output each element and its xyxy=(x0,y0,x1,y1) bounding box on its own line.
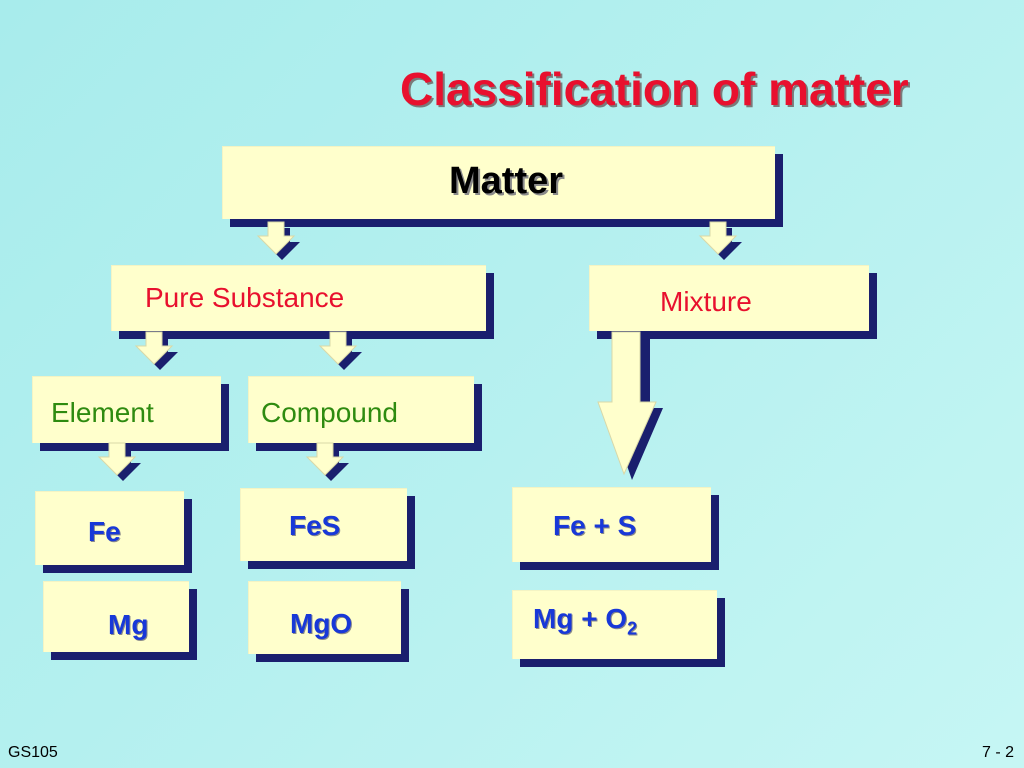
element-box: Element xyxy=(32,376,221,443)
pure-substance-label: Pure Substance xyxy=(145,282,345,313)
example-mgo-box: MgO xyxy=(248,581,401,654)
compound-box: Compound xyxy=(248,376,474,443)
example-fes-box: FeS xyxy=(240,488,407,561)
example-fe-s-box: Fe + S xyxy=(512,487,711,562)
example-fe-box: Fe xyxy=(35,491,184,565)
oxygen-subscript: 2 xyxy=(627,618,638,639)
example-fe-plus-s: Fe + S xyxy=(553,510,637,541)
mixture-label: Mixture xyxy=(660,286,752,317)
example-mg: Mg xyxy=(108,609,149,640)
footer-slide-number: 7 - 2 xyxy=(981,744,1014,761)
example-mg-plus-o-text: Mg + O xyxy=(533,603,628,634)
compound-label: Compound xyxy=(261,397,398,428)
arrow-mixture-to-fe-s xyxy=(597,331,657,476)
footer-course-code: GS105 xyxy=(8,744,58,761)
example-mg-box: Mg xyxy=(43,581,189,652)
example-mgo: MgO xyxy=(290,608,353,639)
pure-substance-box: Pure Substance xyxy=(111,265,486,331)
matter-label: Matter xyxy=(449,160,564,202)
mixture-box: Mixture xyxy=(589,265,869,331)
example-mg-o2-box: Mg + O2 xyxy=(512,590,717,659)
element-label: Element xyxy=(51,397,154,428)
example-fe: Fe xyxy=(88,516,121,547)
slide-title: Classification of matter xyxy=(400,63,909,115)
example-mg-plus-o2: Mg + O2 xyxy=(533,603,637,640)
example-fes: FeS xyxy=(289,510,341,541)
matter-box: Matter xyxy=(222,146,775,219)
